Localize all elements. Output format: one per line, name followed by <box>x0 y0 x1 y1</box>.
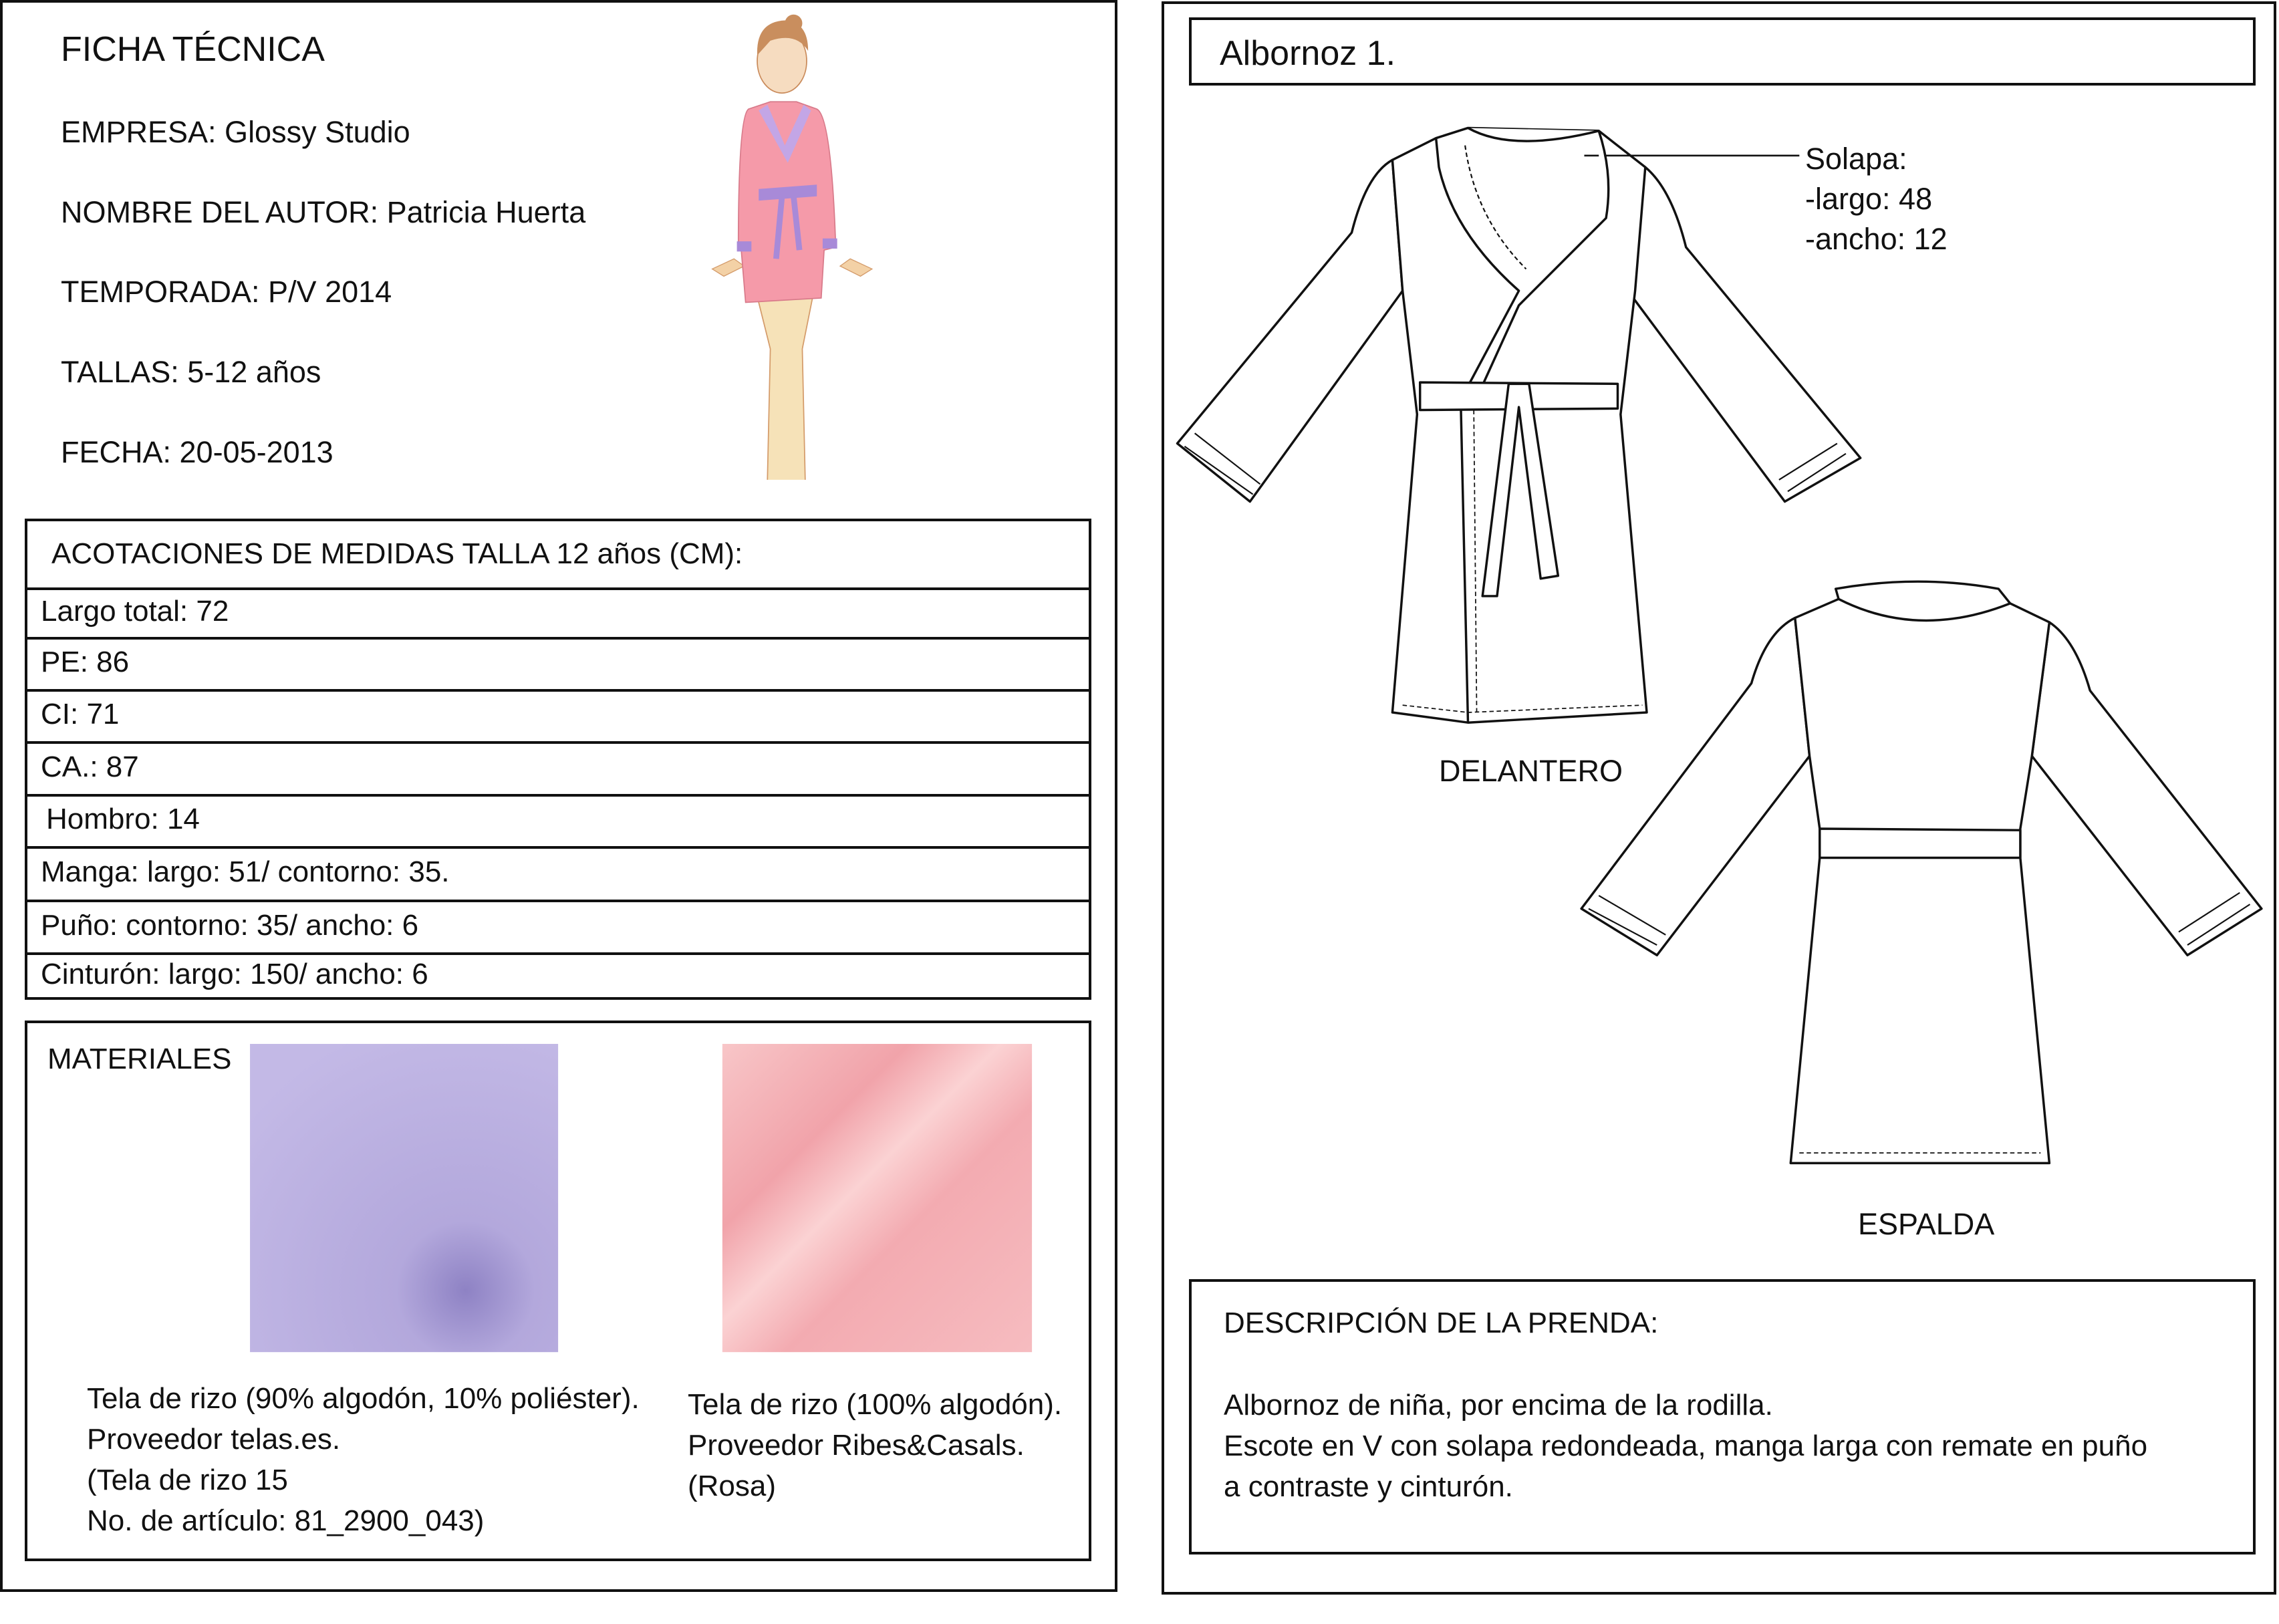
front-label: DELANTERO <box>1439 754 1623 788</box>
measure-ca: CA.: 87 <box>41 750 139 783</box>
measure-pe: PE: 86 <box>41 646 130 678</box>
left-panel <box>0 0 1117 1592</box>
fabric-swatch-pink <box>722 1043 1033 1353</box>
measurements-title: ACOTACIONES DE MEDIDAS TALLA 12 años (CM… <box>51 537 743 570</box>
measure-manga: Manga: largo: 51/ contorno: 35. <box>41 855 450 888</box>
callout-line: Solapa: <box>1805 142 1907 176</box>
description-line: Escote en V con solapa redondeada, manga… <box>1224 1430 2148 1462</box>
measure-ci: CI: 71 <box>41 698 120 730</box>
fabric2-description: Tela de rizo (100% algodón). Proveedor R… <box>688 1384 1062 1506</box>
materials-box <box>25 1021 1091 1561</box>
fashion-illustration <box>711 14 874 480</box>
right-panel <box>1162 1 2276 1595</box>
callout-line: -ancho: 12 <box>1805 222 1948 256</box>
measure-largo: Largo total: 72 <box>41 595 229 628</box>
callout-line: -largo: 48 <box>1805 182 1933 216</box>
fabric2-line: Proveedor Ribes&Casals. <box>688 1429 1025 1462</box>
back-label: ESPALDA <box>1858 1207 1995 1241</box>
table-row: Puño: contorno: 35/ ancho: 6 <box>25 900 1091 955</box>
measure-cinturon: Cinturón: largo: 150/ ancho: 6 <box>41 957 428 990</box>
table-row: PE: 86 <box>25 637 1091 692</box>
measure-puno: Puño: contorno: 35/ ancho: 6 <box>41 908 419 942</box>
fabric1-description: Tela de rizo (90% algodón, 10% poliéster… <box>87 1378 640 1541</box>
fabric1-line: Tela de rizo (90% algodón, 10% poliéster… <box>87 1382 640 1415</box>
fabric1-line: (Tela de rizo 15 <box>87 1464 288 1496</box>
back-robe-sketch <box>1580 580 2263 1165</box>
description-box <box>1189 1279 2256 1554</box>
info-company: EMPRESA: Glossy Studio <box>61 115 410 149</box>
info-sizes: TALLAS: 5-12 años <box>61 355 321 389</box>
sheet-title: FICHA TÉCNICA <box>61 30 325 69</box>
measurements-header: ACOTACIONES DE MEDIDAS TALLA 12 años (CM… <box>25 519 1091 590</box>
table-row: Largo total: 72 <box>25 587 1091 640</box>
info-date: FECHA: 20-05-2013 <box>61 435 333 469</box>
table-row: Hombro: 14 <box>25 794 1091 849</box>
fabric2-line: Tela de rizo (100% algodón). <box>688 1388 1063 1421</box>
fabric1-line: No. de artículo: 81_2900_043) <box>87 1504 485 1537</box>
materials-title: MATERIALES <box>47 1043 232 1075</box>
table-row: CI: 71 <box>25 689 1091 744</box>
garment-title-box: Albornoz 1. <box>1189 17 2256 86</box>
description-text: Albornoz de niña, por encima de la rodil… <box>1224 1385 2147 1507</box>
table-row: Cinturón: largo: 150/ ancho: 6 <box>25 952 1091 1000</box>
solapa-callout: Solapa: -largo: 48 -ancho: 12 <box>1805 139 1948 259</box>
description-line: Albornoz de niña, por encima de la rodil… <box>1224 1389 1773 1422</box>
fabric2-line: (Rosa) <box>688 1470 777 1502</box>
info-author: NOMBRE DEL AUTOR: Patricia Huerta <box>61 195 586 229</box>
fabric1-line: Proveedor telas.es. <box>87 1423 341 1456</box>
description-line: a contraste y cinturón. <box>1224 1470 1513 1503</box>
measure-hombro: Hombro: 14 <box>46 803 200 835</box>
table-row: Manga: largo: 51/ contorno: 35. <box>25 846 1091 902</box>
table-row: CA.: 87 <box>25 741 1091 797</box>
fabric-swatch-lavender <box>250 1043 559 1353</box>
info-season: TEMPORADA: P/V 2014 <box>61 275 392 309</box>
garment-title: Albornoz 1. <box>1220 34 1396 73</box>
description-title: DESCRIPCIÓN DE LA PRENDA: <box>1224 1307 1659 1339</box>
front-robe-sketch <box>1176 126 1862 724</box>
